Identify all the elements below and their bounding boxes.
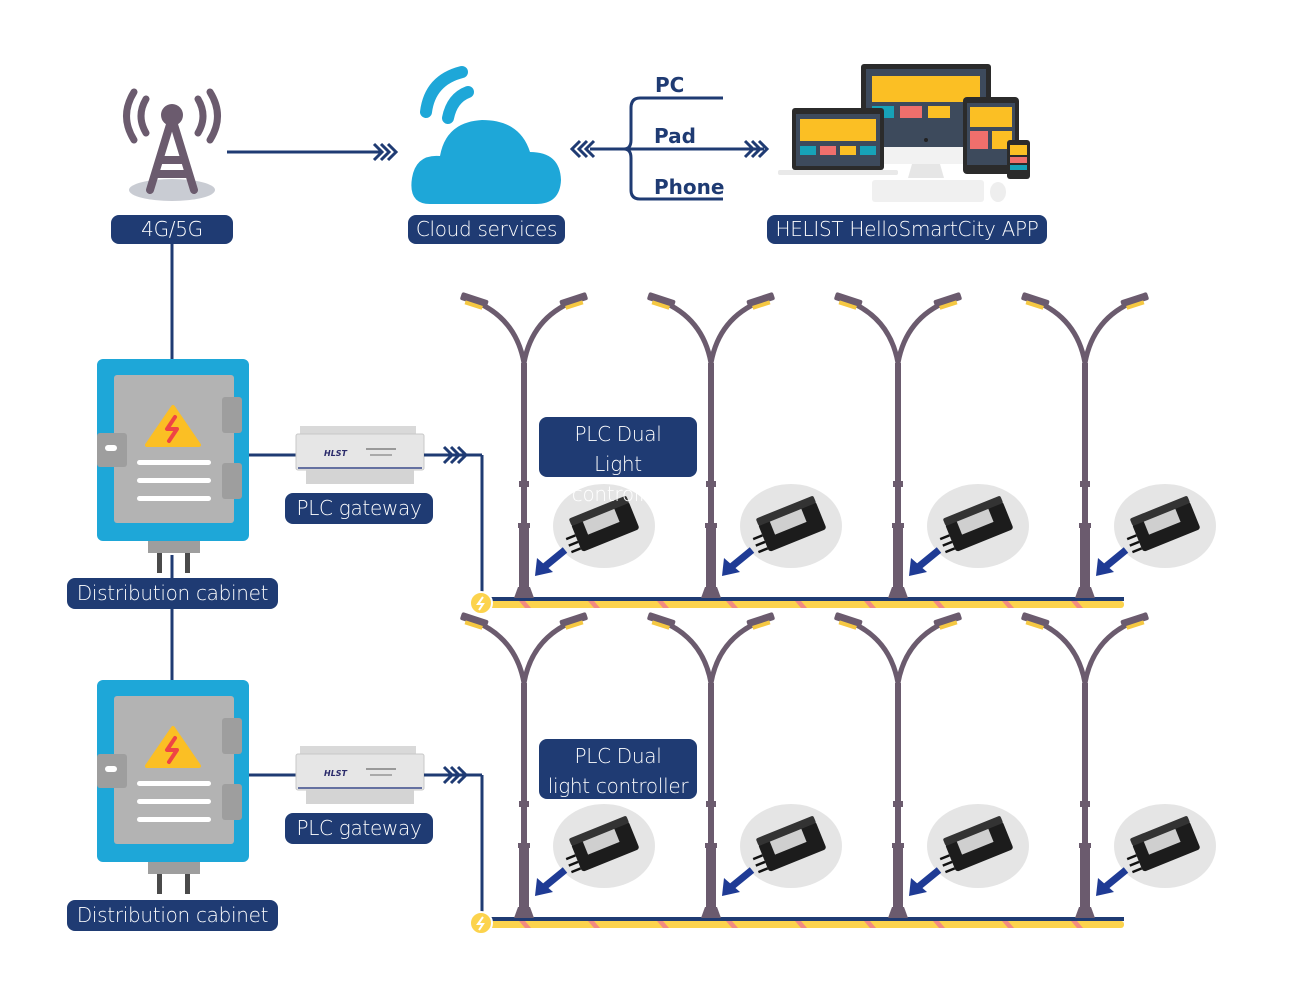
light-controller-icon bbox=[738, 802, 844, 890]
gateway-label: PLC gateway bbox=[285, 493, 433, 524]
cabinet-label: Distribution cabinet bbox=[67, 900, 278, 931]
controller-label-line1: PLC Dual bbox=[574, 744, 662, 768]
device-pc-label: PC bbox=[655, 73, 685, 97]
light-controller-icon bbox=[1112, 802, 1218, 890]
controller-label-line2: Light controller bbox=[571, 452, 665, 506]
controller-label-line2: light controller bbox=[547, 774, 689, 798]
distribution-cabinet-icon bbox=[95, 357, 251, 575]
controller-label: PLC Dual Light controller bbox=[539, 417, 697, 506]
device-pad-label: Pad bbox=[654, 124, 696, 148]
plc-gateway-icon bbox=[295, 745, 425, 805]
light-controller-icon bbox=[1112, 482, 1218, 570]
tower-label: 4G/5G bbox=[111, 215, 233, 244]
light-controller-icon bbox=[738, 482, 844, 570]
light-controller-icon bbox=[551, 802, 657, 890]
cloud-icon bbox=[411, 66, 561, 204]
controller-label-line1: PLC Dual bbox=[574, 422, 662, 446]
cell-tower-icon bbox=[123, 88, 221, 201]
plc-gateway-icon bbox=[295, 425, 425, 485]
app-label: HELIST HelloSmartCity APP bbox=[767, 215, 1047, 244]
controller-label: PLC Dual light controller bbox=[539, 739, 697, 799]
light-controller-icon bbox=[925, 482, 1031, 570]
cabinet-label: Distribution cabinet bbox=[67, 578, 278, 609]
gateway-label: PLC gateway bbox=[285, 813, 433, 844]
cloud-label: Cloud services bbox=[408, 215, 565, 244]
device-phone-label: Phone bbox=[654, 175, 725, 199]
distribution-cabinet-icon bbox=[95, 678, 251, 896]
light-controller-icon bbox=[925, 802, 1031, 890]
devices-icon bbox=[778, 64, 1030, 202]
